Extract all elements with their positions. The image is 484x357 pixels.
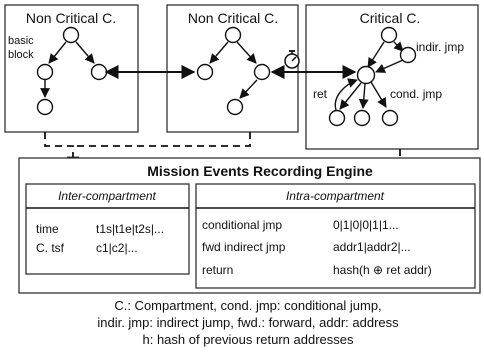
intra-row2-value: addr1|addr2|... [333, 240, 411, 254]
left-compartment-title: Non Critical C. [26, 10, 116, 26]
left-edge-1 [48, 41, 67, 64]
left-edge-2 [75, 41, 95, 64]
middle-node-b [253, 63, 271, 81]
right-node-indir [399, 46, 417, 64]
inter-compartment-box [25, 183, 190, 275]
right-compartment-title: Critical C. [360, 10, 421, 26]
right-edge-2 [393, 41, 404, 52]
caption-line2: indir. jmp: indirect jump, fwd.: forward… [97, 315, 399, 330]
dashed-connector-left [44, 132, 80, 170]
caption-line1: C.: Compartment, cond. jmp: conditional … [114, 298, 381, 313]
return-label: ret [313, 87, 328, 101]
inter-row1-label: time [36, 222, 59, 236]
caption-line3: h: hash of previous return addresses [142, 332, 354, 347]
intra-row1-value: 0|1|0|0|1|1... [333, 218, 399, 232]
left-node-b [90, 63, 108, 81]
stopwatch-icon [284, 50, 300, 69]
right-compartment-box [305, 4, 479, 150]
intra-compartment-header: Intra-compartment [286, 189, 385, 203]
middle-node-c [226, 98, 244, 116]
recording-engine-title: Mission Events Recording Engine [147, 163, 373, 179]
right-node-a [328, 109, 346, 127]
middle-edge-1 [209, 41, 229, 64]
basic-block-label-line2: block [8, 49, 34, 61]
middle-compartment-title: Non Critical C. [188, 10, 278, 26]
right-edge-3 [375, 59, 404, 73]
conditional-jump-label: cond. jmp [390, 87, 442, 101]
right-edge-5 [358, 83, 369, 109]
right-node-b [353, 109, 371, 127]
inter-row2-value: c1|c2|... [96, 241, 138, 255]
middle-edge-3 [239, 79, 258, 99]
inter-row2-label: C. tsf [36, 241, 65, 255]
inter-row1-value: t1s|t1e|t2s|... [96, 222, 164, 236]
left-node-a [36, 63, 54, 81]
intra-compartment-box [195, 183, 476, 289]
indirect-jump-label: indir. jmp [416, 40, 464, 54]
right-edge-6 [370, 81, 387, 108]
middle-node-a [196, 63, 214, 81]
inter-compartment-header: Inter-compartment [58, 189, 156, 203]
intra-row2-label: fwd indirect jmp [202, 240, 286, 254]
right-node-center [356, 65, 376, 85]
left-node-c [36, 98, 54, 116]
intra-row3-value: hash(h ⊕ ret addr) [333, 263, 432, 277]
left-node-root [62, 26, 80, 44]
right-edge-1 [367, 41, 385, 68]
right-return-edge [334, 78, 358, 111]
intra-row1-label: conditional jmp [202, 218, 282, 232]
basic-block-label-line1: basic [8, 35, 34, 47]
middle-node-root [224, 26, 242, 44]
middle-edge-2 [236, 41, 257, 64]
intra-row3-label: return [202, 263, 233, 277]
right-node-c [381, 109, 399, 127]
dashed-connector-middle [73, 132, 251, 147]
right-node-root [380, 26, 398, 44]
